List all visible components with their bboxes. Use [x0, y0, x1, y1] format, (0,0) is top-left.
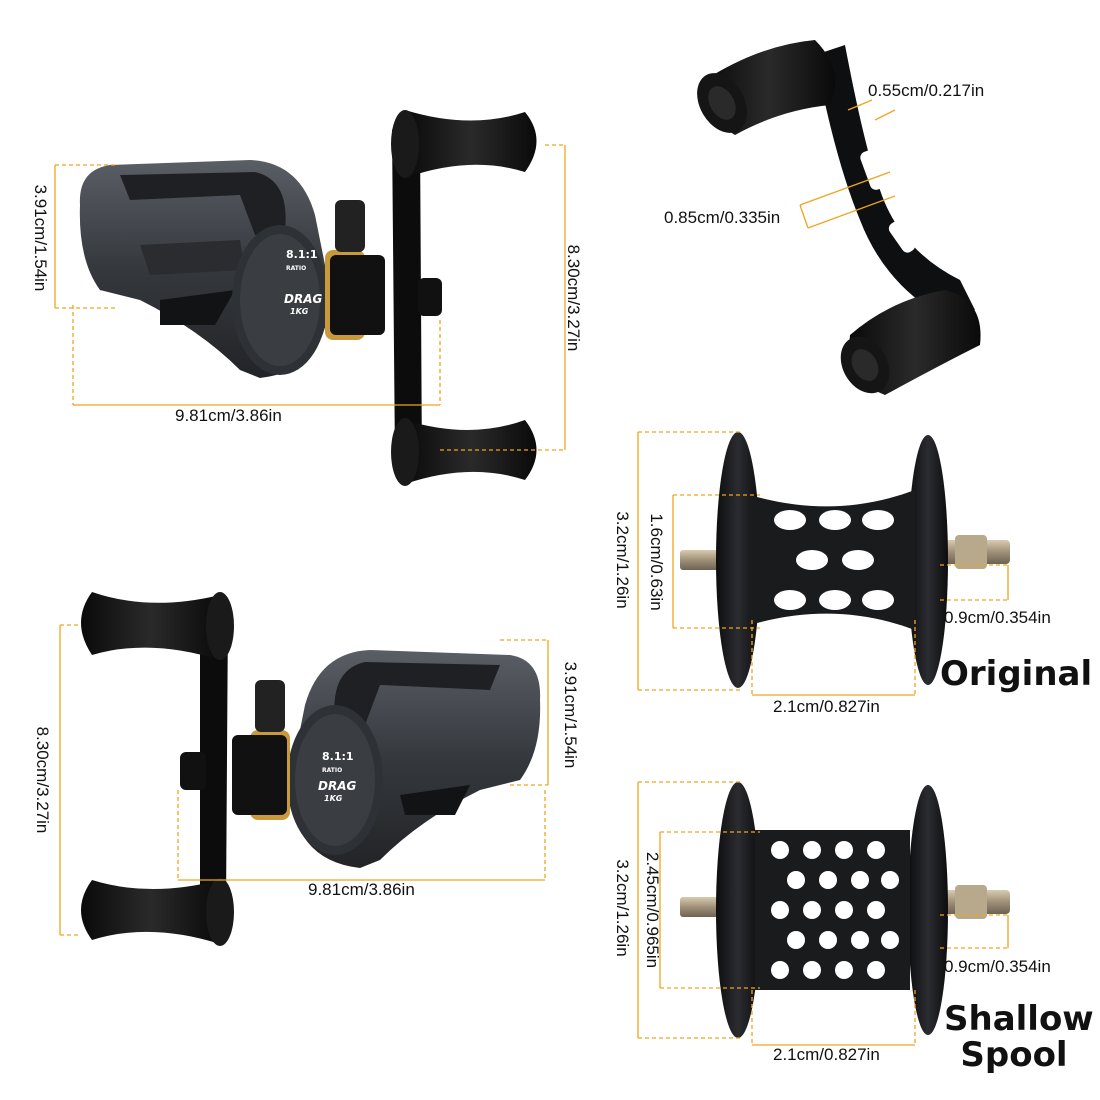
reel-top-image: 8.1:1 RATIO DRAG 1KG	[79, 110, 537, 486]
spool-shallow-title-line2: Spool	[960, 1034, 1068, 1075]
spool-original-title: Original	[940, 654, 1093, 694]
spool-original-width-label: 2.1cm/0.827in	[773, 697, 880, 716]
spool-original-shaft-label: 0.9cm/0.354in	[944, 608, 1051, 627]
handle-image	[697, 40, 981, 395]
spool-shallow-image	[680, 782, 1010, 1038]
spool-original-outer-diameter-label: 3.2cm/1.26in	[613, 511, 632, 609]
dimension-lines	[54, 99, 1009, 1046]
spool-shallow-outer-diameter-label: 3.2cm/1.26in	[613, 859, 632, 957]
reel-bottom-drag-word: DRAG	[318, 779, 356, 793]
reel-bottom-width-label: 9.81cm/3.86in	[308, 880, 415, 899]
reel-bottom-height-label: 3.91cm/1.54in	[561, 661, 580, 769]
spool-shallow-core-diameter-label: 2.45cm/0.965in	[643, 851, 662, 969]
reel-top-handle-span-label: 8.30cm/3.27in	[564, 244, 583, 352]
reel-bottom-ratio-value: 8.1:1	[322, 750, 354, 763]
reel-bottom-handle-span-label: 8.30cm/3.27in	[33, 726, 52, 834]
spool-original-core-diameter-label: 1.6cm/0.63in	[647, 513, 666, 611]
spool-original-image	[680, 432, 1010, 688]
reel-bottom-drag-value: 1KG	[324, 794, 343, 803]
reel-top-drag-value: 1KG	[290, 307, 309, 316]
spool-shallow-shaft-label: 0.9cm/0.354in	[944, 957, 1051, 976]
reel-top-width-label: 9.81cm/3.86in	[175, 406, 282, 425]
reel-top-height-label: 3.91cm/1.54in	[31, 184, 50, 292]
reel-bottom-image: 8.1:1 RATIO DRAG 1KG	[81, 592, 541, 946]
reel-bottom-ratio-word: RATIO	[322, 767, 342, 774]
spool-shallow-width-label: 2.1cm/0.827in	[773, 1045, 880, 1064]
handle-slot-width-label: 0.55cm/0.217in	[868, 81, 985, 100]
spool-shallow-title-line1: Shallow	[944, 999, 1094, 1039]
spool-shallow-title: Shallow Spool	[944, 999, 1094, 1075]
reel-top-drag-word: DRAG	[284, 292, 322, 306]
reel-top-ratio-value: 8.1:1	[286, 248, 318, 261]
handle-arm-width-label: 0.85cm/0.335in	[664, 208, 781, 227]
reel-top-ratio-word: RATIO	[286, 265, 306, 272]
